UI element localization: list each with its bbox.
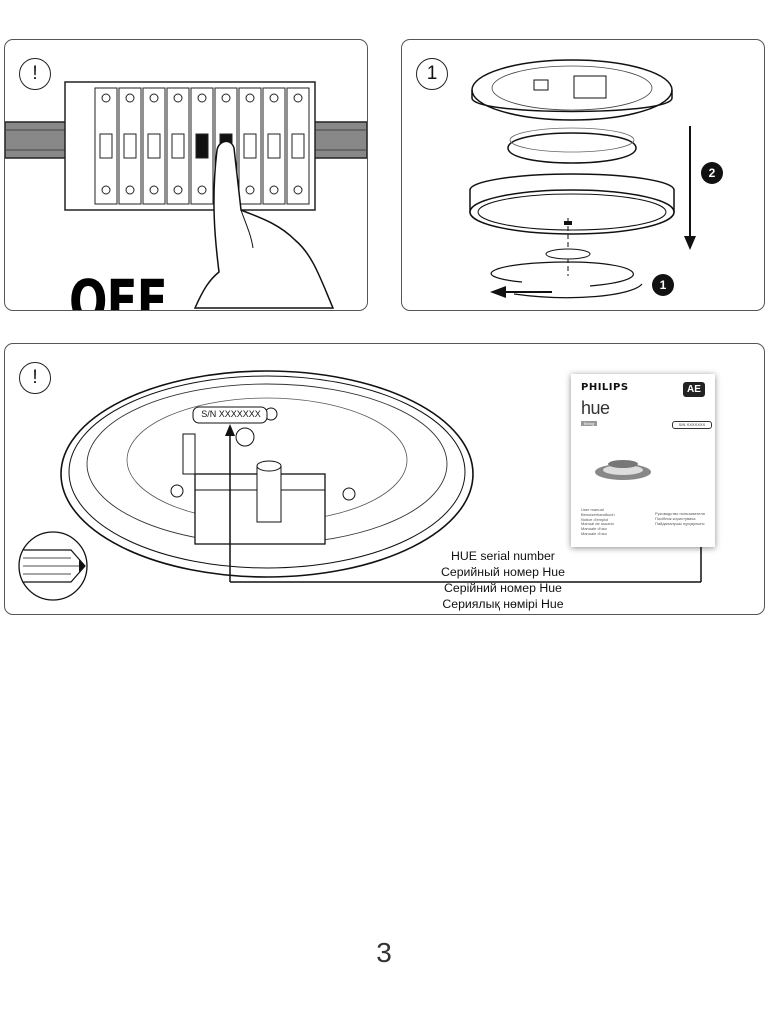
language-badge: AE — [683, 382, 705, 397]
terminal-screw — [173, 185, 183, 195]
serial-line-kk: Сериялық нөмірі Hue — [442, 597, 564, 611]
terminal-screw — [173, 93, 183, 103]
serial-line-en: HUE serial number — [451, 549, 555, 563]
hand-icon — [193, 140, 335, 309]
step-1-marker: 1 — [652, 274, 674, 296]
lamp-base-illustration — [18, 370, 706, 601]
hue-logo: hue — [581, 398, 610, 418]
serial-number-text: HUE serial number Серийный номер Hue Сер… — [441, 548, 565, 612]
philips-logo: PHILIPS — [581, 382, 629, 393]
warning-badge: ! — [19, 362, 51, 394]
terminal-screw — [293, 93, 303, 103]
manual-sn-label: S/N XXXXXXX — [672, 421, 712, 429]
removal-panel: 1 2 1 — [401, 39, 765, 311]
lamp-thumbnail-icon — [595, 460, 651, 480]
terminal-screw — [125, 185, 135, 195]
serial-number-panel: ! S/N XXXXXXX HUE serial number Серийный… — [4, 343, 765, 615]
product-name: Being — [581, 421, 598, 426]
terminal-screw — [125, 93, 135, 103]
breaker-toggle — [147, 133, 161, 159]
manual-languages-right: Руководство пользователя Посібник корист… — [655, 511, 705, 526]
step-badge: 1 — [416, 58, 448, 90]
off-caption: OFF — [69, 267, 168, 311]
power-off-panel: ! OFF — [4, 39, 368, 311]
breaker-toggle — [291, 133, 305, 159]
terminal-screw — [149, 93, 159, 103]
step-2-marker: 2 — [701, 162, 723, 184]
terminal-screw — [245, 185, 255, 195]
warning-badge: ! — [19, 58, 51, 90]
page-number: 3 — [376, 937, 392, 968]
terminal-screw — [149, 185, 159, 195]
terminal-screw — [293, 185, 303, 195]
terminal-screw — [101, 185, 111, 195]
breaker-toggle — [99, 133, 113, 159]
manual-languages-left: User manual Benutzerhandbuch Notice d'em… — [581, 507, 615, 536]
terminal-screw — [221, 93, 231, 103]
breaker-toggle — [171, 133, 185, 159]
breaker-toggle — [123, 133, 137, 159]
terminal-screw — [245, 93, 255, 103]
breaker-toggle — [195, 133, 209, 159]
serial-line-uk: Серійний номер Hue — [444, 581, 562, 595]
breaker-toggle — [267, 133, 281, 159]
breaker-toggle — [243, 133, 257, 159]
terminal-screw — [197, 93, 207, 103]
serial-line-ru: Серийный номер Hue — [441, 565, 565, 579]
terminal-screw — [269, 93, 279, 103]
lamp-exploded-illustration — [469, 59, 696, 299]
terminal-screw — [197, 185, 207, 195]
terminal-screw — [101, 93, 111, 103]
lamp-sn-label: S/N XXXXXXX — [201, 409, 261, 419]
terminal-screw — [269, 185, 279, 195]
user-manual-image: PHILIPS hue AE Being S/N XXXXXXX User ma… — [571, 374, 715, 547]
